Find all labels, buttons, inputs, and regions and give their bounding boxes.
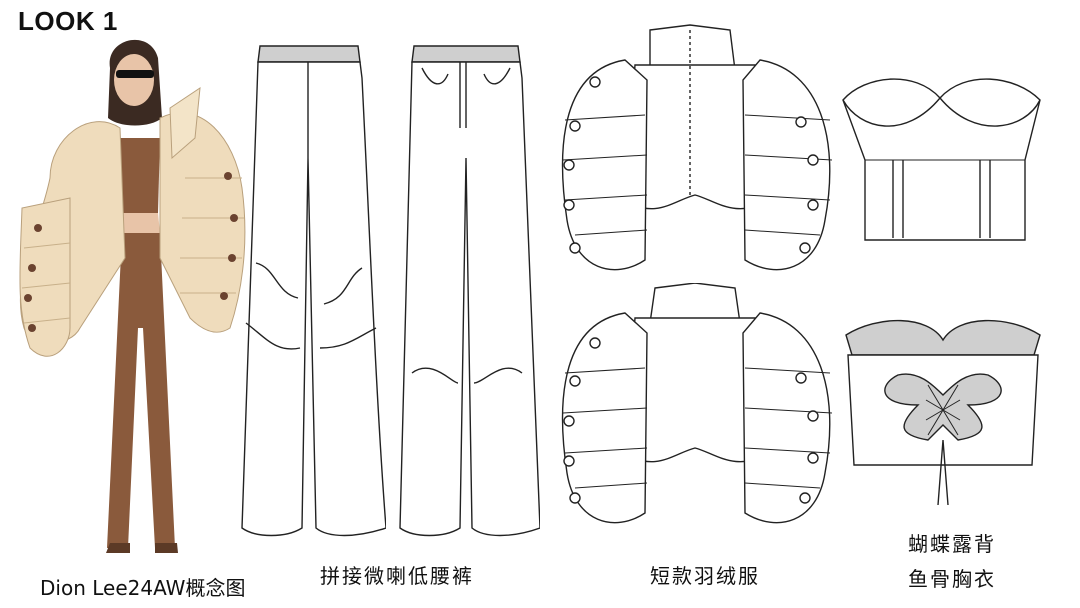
pants-front-sketch <box>399 45 540 537</box>
model-illustration <box>19 39 246 553</box>
look-title: LOOK 1 <box>18 6 118 36</box>
footer-label: Dion Lee24AW概念图 <box>40 576 246 600</box>
caption-bustier-line1: 蝴蝶露背 <box>908 532 996 556</box>
caption-jacket: 短款羽绒服 <box>650 564 760 588</box>
jacket-front-sketch <box>561 283 833 524</box>
caption-pants: 拼接微喇低腰裤 <box>320 564 474 588</box>
jacket-back-sketch <box>561 24 833 271</box>
caption-bustier-line2: 鱼骨胸衣 <box>908 567 996 591</box>
pants-back-sketch <box>241 45 386 537</box>
bustier-back-sketch <box>845 319 1041 506</box>
bustier-front-sketch <box>842 78 1041 241</box>
